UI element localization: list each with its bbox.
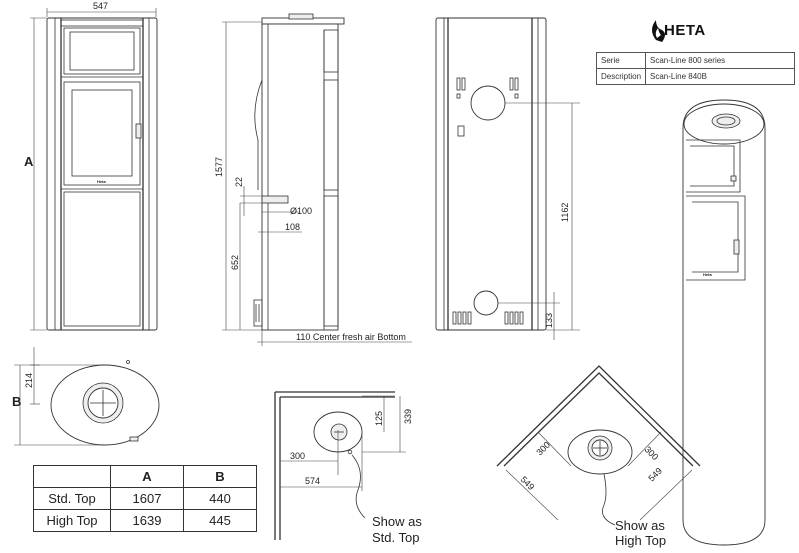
rear-dim-133: 133	[544, 313, 554, 328]
size-cell: High Top	[33, 509, 111, 532]
front-width-dim: 547	[93, 1, 108, 11]
spec-table: Serie Scan-Line 800 series Description S…	[595, 52, 796, 85]
rear-upper-vents	[456, 77, 519, 99]
top-view: B 214	[12, 347, 160, 446]
svg-text:Heta: Heta	[703, 272, 712, 277]
spec-key: Description	[595, 68, 647, 85]
front-brand-badge: Heta	[97, 179, 106, 184]
side-dim-108: 108	[285, 222, 300, 232]
spec-value: Scan-Line 840B	[645, 68, 796, 85]
wall-dim-125: 125	[374, 411, 384, 426]
side-dim-diameter: Ø100	[290, 206, 312, 216]
top-dim-214: 214	[24, 373, 34, 388]
rear-lower-vents	[452, 311, 524, 325]
flame-icon	[652, 20, 665, 42]
size-cell: 1639	[110, 509, 184, 532]
spec-key: Serie	[595, 52, 647, 69]
size-header-cell: B	[183, 465, 257, 488]
front-view: 547 A Heta	[24, 1, 158, 331]
rear-view: 1162 133	[435, 17, 580, 340]
corner-dim-549-left: 549	[519, 474, 537, 492]
wall-dim-339: 339	[403, 409, 413, 424]
top-label-b: B	[12, 394, 21, 409]
corner-dim-300-right: 300	[643, 444, 661, 462]
size-cell: 445	[183, 509, 257, 532]
side-view: 1577 22 Ø100 108 652 110 Center fresh ai…	[214, 13, 412, 346]
side-dim-22: 22	[234, 177, 244, 187]
brand-logo: HETA	[664, 22, 706, 39]
side-total-height-dim: 1577	[214, 157, 224, 177]
wall-caption-line2: Std. Top	[372, 530, 419, 545]
wall-view: 125 339 300 574 Show as Std. Top	[274, 391, 422, 545]
spec-value: Scan-Line 800 series	[645, 52, 796, 69]
corner-caption-line1: Show as	[615, 518, 665, 533]
size-table-row: Std. Top 1607 440	[33, 487, 257, 510]
side-dim-652: 652	[230, 255, 240, 270]
front-height-label: A	[24, 154, 34, 169]
corner-dim-300-left: 300	[534, 440, 552, 458]
size-table: A B Std. Top 1607 440 High Top 1639 445	[33, 465, 257, 532]
corner-view: 300 300 549 549 Show as High Top	[496, 365, 701, 548]
spec-row: Description Scan-Line 840B	[595, 68, 796, 85]
size-table-row: High Top 1639 445	[33, 509, 257, 532]
wall-dim-574: 574	[305, 476, 320, 486]
size-cell: Std. Top	[33, 487, 111, 510]
wall-dim-300: 300	[290, 451, 305, 461]
size-table-header: A B	[33, 465, 257, 488]
spec-row: Serie Scan-Line 800 series	[595, 52, 796, 69]
side-bottom-dim: 110 Center fresh air Bottom	[296, 332, 406, 342]
size-header-cell	[33, 465, 111, 488]
corner-dim-549-right: 549	[646, 466, 664, 484]
wall-caption-line1: Show as	[372, 514, 422, 529]
size-cell: 440	[183, 487, 257, 510]
perspective-view: Heta	[682, 99, 766, 546]
size-cell: 1607	[110, 487, 184, 510]
size-header-cell: A	[110, 465, 184, 488]
rear-dim-1162: 1162	[560, 203, 570, 222]
corner-caption-line2: High Top	[615, 533, 666, 548]
